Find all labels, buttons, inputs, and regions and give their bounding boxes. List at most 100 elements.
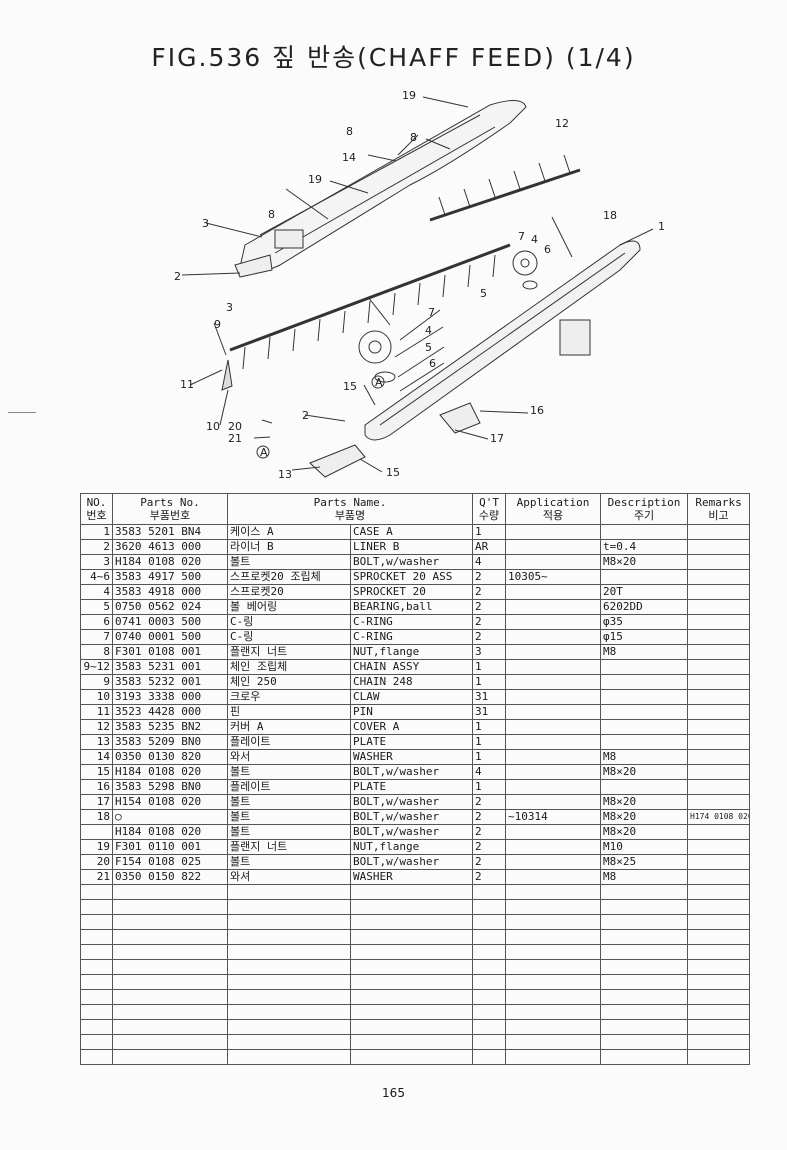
cell-part: 3583 5201 BN4: [112, 524, 228, 540]
cell-en: CHAIN 248: [349, 674, 474, 690]
callout-5b: 5: [425, 341, 432, 354]
cell-en: WASHER: [349, 869, 474, 885]
table-row: [80, 884, 751, 900]
cell-rem: [687, 704, 751, 720]
cell-en: BOLT,w/washer: [349, 854, 474, 870]
cell-rem: [687, 944, 751, 960]
cell-no: [80, 1049, 113, 1065]
table-row: [80, 974, 751, 990]
cell-no: [80, 959, 113, 975]
cell-desc: [600, 974, 689, 990]
cell-rem: [687, 584, 751, 600]
cell-kr: [227, 1019, 351, 1035]
cell-kr: [227, 914, 351, 930]
cell-kr: 체인 250: [227, 674, 351, 690]
cell-rem: [687, 764, 751, 780]
cell-no: 3: [80, 554, 113, 570]
cell-desc: M8: [600, 644, 689, 660]
callout-16: 16: [530, 404, 544, 417]
callout-1: 1: [658, 220, 665, 233]
cell-part: [112, 974, 228, 990]
cell-desc: M8: [600, 749, 689, 765]
cell-rem: [687, 1034, 751, 1050]
cell-rem: [687, 644, 751, 660]
cell-app: [505, 674, 602, 690]
cell-rem: [687, 1004, 751, 1020]
cell-en: BOLT,w/washer: [349, 554, 474, 570]
cell-qty: [472, 914, 507, 930]
cell-desc: M8×20: [600, 824, 689, 840]
callout-11: 11: [180, 378, 194, 391]
cell-rem: [687, 674, 751, 690]
cell-qty: 3: [472, 644, 507, 660]
cell-en: SPROCKET 20: [349, 584, 474, 600]
cell-desc: [600, 524, 689, 540]
cell-no: 4~6: [80, 569, 113, 585]
cell-desc: [600, 1004, 689, 1020]
cell-no: 5: [80, 599, 113, 615]
cell-desc: 6202DD: [600, 599, 689, 615]
cell-part: F301 0108 001: [112, 644, 228, 660]
cell-qty: 1: [472, 779, 507, 795]
cell-rem: [687, 974, 751, 990]
cell-rem: [687, 539, 751, 555]
cell-desc: M8×20: [600, 794, 689, 810]
cell-rem: [687, 884, 751, 900]
cell-rem: [687, 629, 751, 645]
col-part-name: Parts Name.부품명: [226, 493, 474, 525]
cell-part: 3583 4918 000: [112, 584, 228, 600]
cell-rem: [687, 899, 751, 915]
cell-kr: [227, 959, 351, 975]
cell-kr: 볼트: [227, 824, 351, 840]
cell-en: BOLT,w/washer: [349, 824, 474, 840]
cell-en: BOLT,w/washer: [349, 794, 474, 810]
cell-no: 8: [80, 644, 113, 660]
cell-rem: [687, 689, 751, 705]
cell-rem: [687, 659, 751, 675]
cell-app: [505, 644, 602, 660]
cell-part: 3583 5232 001: [112, 674, 228, 690]
cell-desc: 20T: [600, 584, 689, 600]
cell-qty: AR: [472, 539, 507, 555]
cell-no: 4: [80, 584, 113, 600]
cell-part: 0741 0003 500: [112, 614, 228, 630]
cell-desc: [600, 704, 689, 720]
cell-en: PIN: [349, 704, 474, 720]
cell-kr: [227, 1004, 351, 1020]
cell-no: 19: [80, 839, 113, 855]
cell-no: 13: [80, 734, 113, 750]
cell-qty: [472, 989, 507, 1005]
table-row: [80, 899, 751, 915]
cell-part: F301 0110 001: [112, 839, 228, 855]
cell-app: 10305~: [505, 569, 602, 585]
cell-part: [112, 989, 228, 1005]
cell-no: [80, 974, 113, 990]
cell-kr: 볼 베어링: [227, 599, 351, 615]
cell-qty: [472, 899, 507, 915]
cell-desc: [600, 734, 689, 750]
cell-en: COVER A: [349, 719, 474, 735]
cell-rem: [687, 854, 751, 870]
cell-en: NUT,flange: [349, 644, 474, 660]
cell-desc: [600, 989, 689, 1005]
cell-qty: [472, 929, 507, 945]
cell-en: NUT,flange: [349, 839, 474, 855]
cell-app: [505, 884, 602, 900]
cell-qty: 1: [472, 734, 507, 750]
cell-app: [505, 689, 602, 705]
cell-en: [349, 989, 474, 1005]
